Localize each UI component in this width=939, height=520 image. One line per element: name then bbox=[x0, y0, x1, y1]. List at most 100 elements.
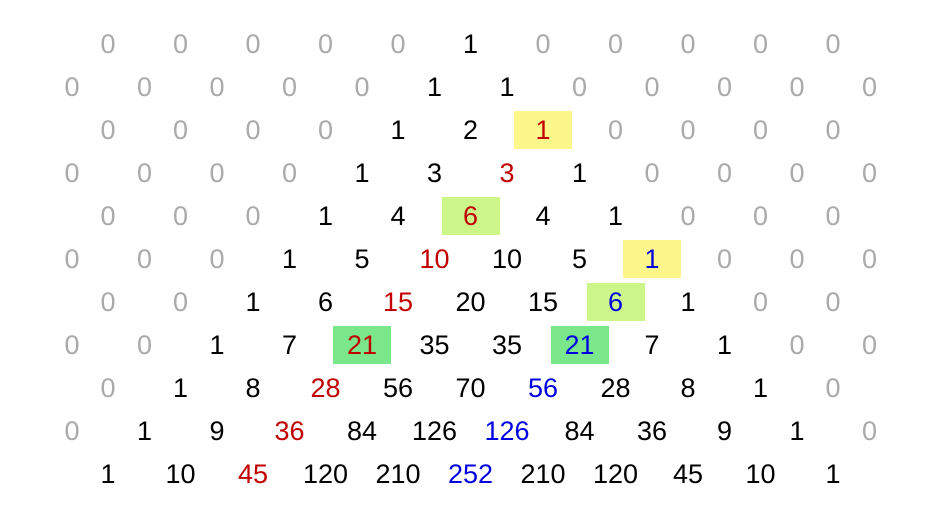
cell-r10-c2: 45 bbox=[237, 459, 269, 489]
cell-r3-c7: 1 bbox=[571, 158, 588, 188]
cell-r3-c5: 3 bbox=[426, 158, 443, 188]
cell-r10-c1: 10 bbox=[165, 459, 196, 489]
cell-r0-c8: 0 bbox=[680, 29, 696, 59]
cell-r5-c3: 1 bbox=[281, 244, 298, 274]
cell-r9-c8: 36 bbox=[636, 416, 668, 446]
cell-r8-c3: 28 bbox=[310, 373, 341, 403]
cell-r8-c4: 56 bbox=[382, 373, 414, 403]
cell-r6-c2: 1 bbox=[245, 287, 261, 317]
cell-r4-c1: 0 bbox=[172, 201, 189, 231]
cell-r7-c5: 35 bbox=[419, 330, 450, 360]
cell-r1-c4: 0 bbox=[354, 72, 370, 102]
cell-r5-c5: 10 bbox=[419, 244, 450, 274]
cell-r7-c8: 7 bbox=[644, 330, 660, 360]
cell-r2-c9: 0 bbox=[752, 115, 769, 145]
cell-r9-c9: 9 bbox=[716, 416, 733, 446]
cell-r0-c7: 0 bbox=[607, 29, 624, 59]
cell-r4-c5: 6 bbox=[441, 197, 500, 235]
cell-r0-c6: 0 bbox=[535, 29, 551, 59]
cell-r8-c0: 0 bbox=[100, 373, 116, 403]
cell-r3-c3: 0 bbox=[281, 158, 298, 188]
cell-r9-c1: 1 bbox=[136, 416, 153, 446]
cell-r4-c6: 4 bbox=[535, 201, 551, 231]
cell-r5-c9: 0 bbox=[716, 244, 733, 274]
cell-r5-c4: 5 bbox=[354, 244, 370, 274]
cell-r10-c3: 120 bbox=[302, 459, 349, 489]
cell-r7-c6: 35 bbox=[491, 330, 523, 360]
cell-r4-c8: 0 bbox=[680, 201, 696, 231]
cell-r10-c10: 1 bbox=[825, 459, 841, 489]
cell-r5-c0: 0 bbox=[64, 244, 80, 274]
cell-r10-c6: 210 bbox=[520, 459, 566, 489]
cell-r5-c11: 0 bbox=[861, 244, 878, 274]
cell-r10-c5: 252 bbox=[447, 459, 494, 489]
cell-r6-c3: 6 bbox=[317, 287, 334, 317]
cell-r1-c2: 0 bbox=[209, 72, 225, 102]
cell-r3-c6: 3 bbox=[499, 158, 515, 188]
cell-r1-c8: 0 bbox=[644, 72, 660, 102]
cell-r3-c10: 0 bbox=[789, 158, 805, 188]
cell-r6-c9: 0 bbox=[752, 287, 769, 317]
cell-r1-c3: 0 bbox=[281, 72, 298, 102]
cell-r1-c11: 0 bbox=[861, 72, 878, 102]
cell-r0-c5: 1 bbox=[462, 29, 479, 59]
cell-r7-c3: 7 bbox=[281, 330, 298, 360]
cell-r4-c7: 1 bbox=[607, 201, 624, 231]
cell-r2-c7: 0 bbox=[607, 115, 624, 145]
cell-r2-c0: 0 bbox=[100, 115, 116, 145]
cell-r1-c5: 1 bbox=[426, 72, 443, 102]
cell-r6-c4: 15 bbox=[382, 287, 414, 317]
cell-r2-c5: 2 bbox=[462, 115, 479, 145]
cell-r6-c6: 15 bbox=[527, 287, 559, 317]
cell-r4-c9: 0 bbox=[752, 201, 769, 231]
cell-r6-c10: 0 bbox=[825, 287, 841, 317]
cell-r10-c4: 210 bbox=[375, 459, 421, 489]
cell-r0-c10: 0 bbox=[825, 29, 841, 59]
cell-r9-c0: 0 bbox=[64, 416, 80, 446]
cell-r6-c7: 6 bbox=[586, 283, 645, 321]
cell-r7-c2: 1 bbox=[209, 330, 225, 360]
cell-r4-c10: 0 bbox=[825, 201, 841, 231]
cell-r7-c1: 0 bbox=[136, 330, 153, 360]
cell-r8-c8: 8 bbox=[680, 373, 696, 403]
cell-r4-c2: 0 bbox=[245, 201, 261, 231]
cell-r5-c6: 10 bbox=[491, 244, 523, 274]
cell-r4-c4: 4 bbox=[390, 201, 406, 231]
cell-r2-c10: 0 bbox=[825, 115, 841, 145]
cell-r9-c11: 0 bbox=[861, 416, 878, 446]
cell-r3-c9: 0 bbox=[716, 158, 733, 188]
cell-r5-c1: 0 bbox=[136, 244, 153, 274]
cell-r0-c3: 0 bbox=[317, 29, 334, 59]
cell-r7-c9: 1 bbox=[716, 330, 733, 360]
cell-r5-c10: 0 bbox=[789, 244, 805, 274]
cell-r8-c9: 1 bbox=[752, 373, 769, 403]
cell-r8-c6: 56 bbox=[527, 373, 559, 403]
cell-r2-c1: 0 bbox=[172, 115, 189, 145]
cell-r10-c9: 10 bbox=[745, 459, 776, 489]
cell-r3-c2: 0 bbox=[209, 158, 225, 188]
cell-r1-c10: 0 bbox=[789, 72, 805, 102]
cell-r7-c7: 21 bbox=[550, 326, 609, 364]
cell-r1-c7: 0 bbox=[571, 72, 588, 102]
cell-r6-c1: 0 bbox=[172, 287, 189, 317]
cell-r6-c5: 20 bbox=[455, 287, 486, 317]
cell-r6-c8: 1 bbox=[680, 287, 696, 317]
cell-r10-c0: 1 bbox=[100, 459, 116, 489]
cell-r8-c10: 0 bbox=[825, 373, 841, 403]
cell-r7-c11: 0 bbox=[861, 330, 878, 360]
cell-r0-c4: 0 bbox=[390, 29, 406, 59]
cell-r4-c3: 1 bbox=[317, 201, 334, 231]
cell-r8-c5: 70 bbox=[455, 373, 486, 403]
cell-r0-c9: 0 bbox=[752, 29, 769, 59]
cell-r8-c2: 8 bbox=[245, 373, 261, 403]
cell-r8-c1: 1 bbox=[172, 373, 189, 403]
cell-r9-c4: 84 bbox=[346, 416, 378, 446]
cell-r3-c11: 0 bbox=[861, 158, 878, 188]
cell-r9-c5: 126 bbox=[411, 416, 458, 446]
cell-r2-c3: 0 bbox=[317, 115, 334, 145]
cell-r10-c8: 45 bbox=[672, 459, 704, 489]
cell-r2-c2: 0 bbox=[245, 115, 261, 145]
cell-r1-c1: 0 bbox=[136, 72, 153, 102]
cell-r9-c10: 1 bbox=[789, 416, 805, 446]
